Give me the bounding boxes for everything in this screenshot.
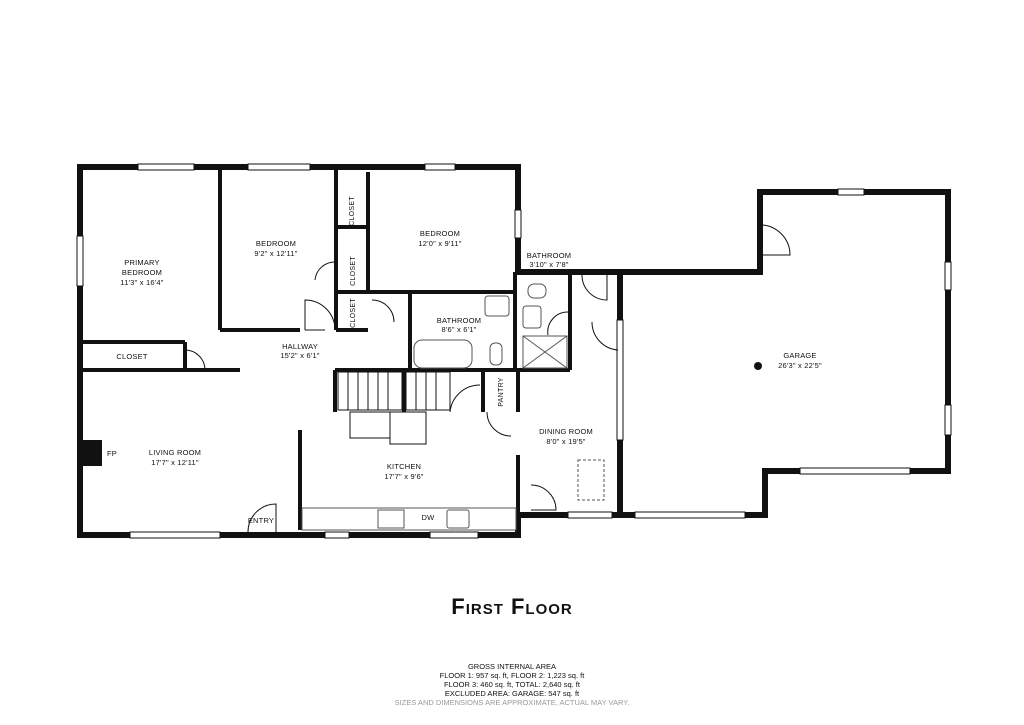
bathtub-icon — [413, 339, 473, 369]
bedroom-2-dims: 12'0" x 9'11" — [418, 239, 461, 248]
stove-icon — [377, 509, 405, 529]
bathroom-1-dims: 3'10" x 7'8" — [529, 260, 568, 269]
kitchen-dims: 17'7" x 9'6" — [384, 472, 423, 481]
stairs — [337, 371, 451, 445]
floor-title: First Floor — [451, 594, 573, 619]
primary-bedroom-name-1: PRIMARY — [124, 258, 159, 267]
counter — [301, 507, 517, 531]
interior-walls — [82, 167, 622, 530]
closet-primary-label: CLOSET — [116, 352, 147, 361]
room-labels: PRIMARY BEDROOM 11'3" x 16'4" BEDROOM 9'… — [107, 229, 822, 525]
hallway-dims: 15'2" x 6'1" — [280, 351, 319, 360]
dining-room-name: DINING ROOM — [539, 427, 593, 436]
entry-label: ENTRY — [248, 516, 274, 525]
bedroom-2-name: BEDROOM — [420, 229, 460, 238]
bathroom-2-dims: 8'6" x 6'1" — [442, 325, 477, 334]
fireplace-icon — [80, 440, 102, 466]
bedroom-1-dims: 9'2" x 12'11" — [254, 249, 297, 258]
kitchen-name: KITCHEN — [387, 462, 421, 471]
vertical-labels: CLOSET CLOSET CLOSET PANTRY — [349, 196, 505, 407]
dining-table — [577, 459, 605, 501]
closet-upper-label: CLOSET — [349, 196, 356, 226]
toilet-icon-2 — [527, 283, 547, 299]
fixtures — [301, 283, 605, 531]
doors — [184, 224, 791, 533]
primary-bedroom-name-2: BEDROOM — [122, 268, 162, 277]
area-disclaimer: SIZES AND DIMENSIONS ARE APPROXIMATE, AC… — [394, 698, 630, 707]
area-line-3: EXCLUDED AREA: GARAGE: 547 sq. ft — [444, 689, 580, 698]
living-room-name: LIVING ROOM — [149, 448, 201, 457]
fireplace-label: FP — [107, 449, 117, 458]
sink-icon-2 — [522, 305, 542, 329]
area-line-2: FLOOR 3: 460 sq. ft, TOTAL: 2,640 sq. ft — [444, 680, 580, 689]
living-room-dims: 17'7" x 12'11" — [151, 458, 199, 467]
bathroom-1-name: BATHROOM — [527, 251, 571, 260]
closet-mid-label: CLOSET — [350, 256, 357, 286]
dining-room-dims: 8'0" x 19'5" — [546, 437, 585, 446]
garage-center-marker — [754, 362, 762, 370]
area-line-1: FLOOR 1: 957 sq. ft, FLOOR 2: 1,223 sq. … — [439, 671, 585, 680]
area-summary: GROSS INTERNAL AREA FLOOR 1: 957 sq. ft,… — [0, 662, 1024, 707]
closet-lower-label: CLOSET — [350, 298, 357, 328]
pantry-label: PANTRY — [498, 377, 505, 407]
garage-dims: 26'3" x 22'5" — [778, 361, 822, 370]
sink-icon — [484, 295, 510, 317]
primary-bedroom-dims: 11'3" x 16'4" — [120, 278, 163, 287]
windows — [76, 163, 952, 539]
bedroom-1-name: BEDROOM — [256, 239, 296, 248]
garage-name: GARAGE — [783, 351, 816, 360]
dishwasher-label: DW — [422, 513, 436, 522]
hallway-name: HALLWAY — [282, 342, 318, 351]
kitchen-sink-icon — [446, 509, 470, 529]
area-heading: GROSS INTERNAL AREA — [467, 662, 557, 671]
toilet-icon — [489, 342, 503, 366]
bathroom-2-name: BATHROOM — [437, 316, 481, 325]
